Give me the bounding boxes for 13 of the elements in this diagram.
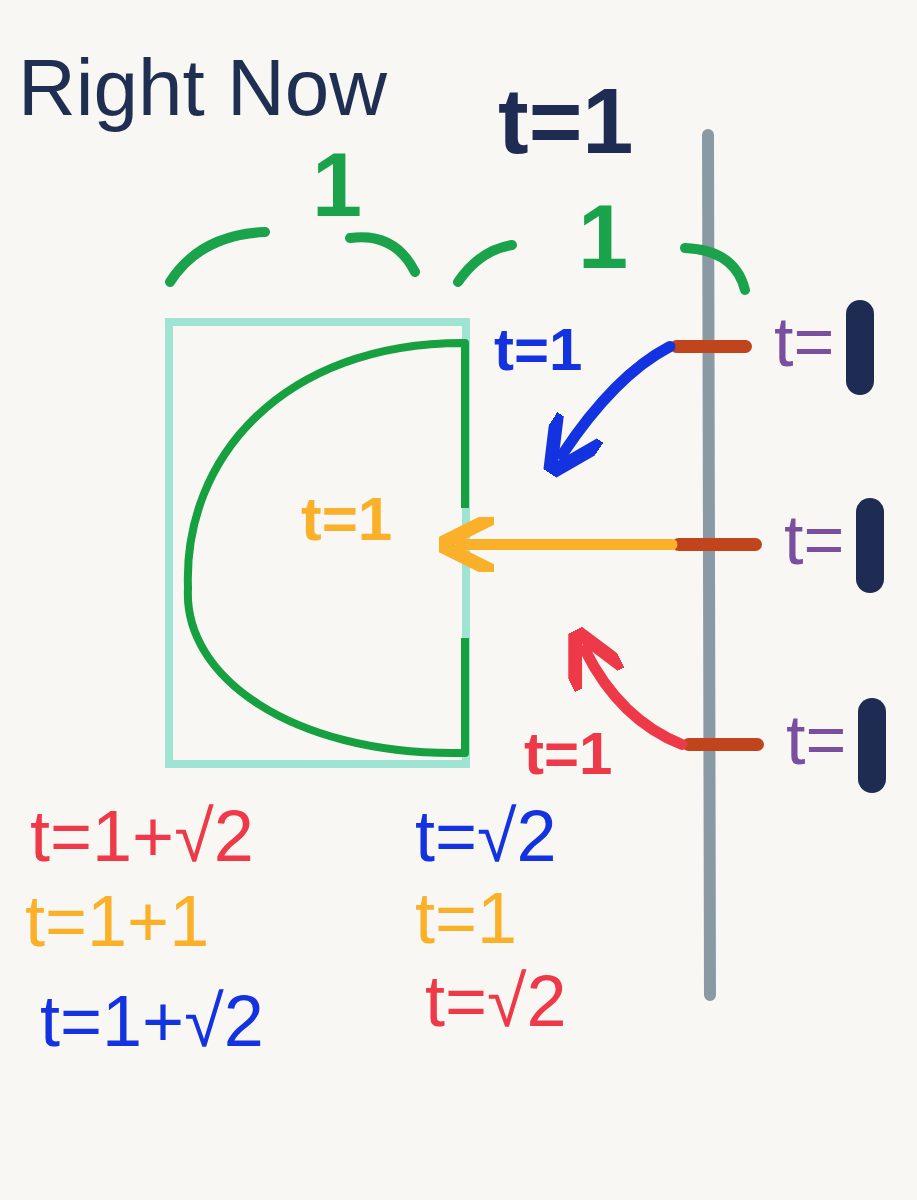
time-label: t=: [784, 498, 885, 593]
time-label: t=: [774, 300, 875, 395]
time-label: t=1: [301, 488, 393, 550]
formula-text: t=√2: [425, 965, 567, 1037]
formula-text: t=1: [415, 882, 518, 954]
formula-text: t=√2: [415, 800, 557, 872]
formula-text: t=1+√2: [40, 985, 264, 1057]
formula-text: t=1+1: [25, 885, 210, 957]
dimension-label: 1: [578, 192, 629, 282]
time-label: t=1: [498, 75, 634, 167]
formula-text: t=1+√2: [30, 800, 254, 872]
dimension-label: 1: [312, 140, 363, 230]
time-label: t=: [786, 698, 887, 793]
